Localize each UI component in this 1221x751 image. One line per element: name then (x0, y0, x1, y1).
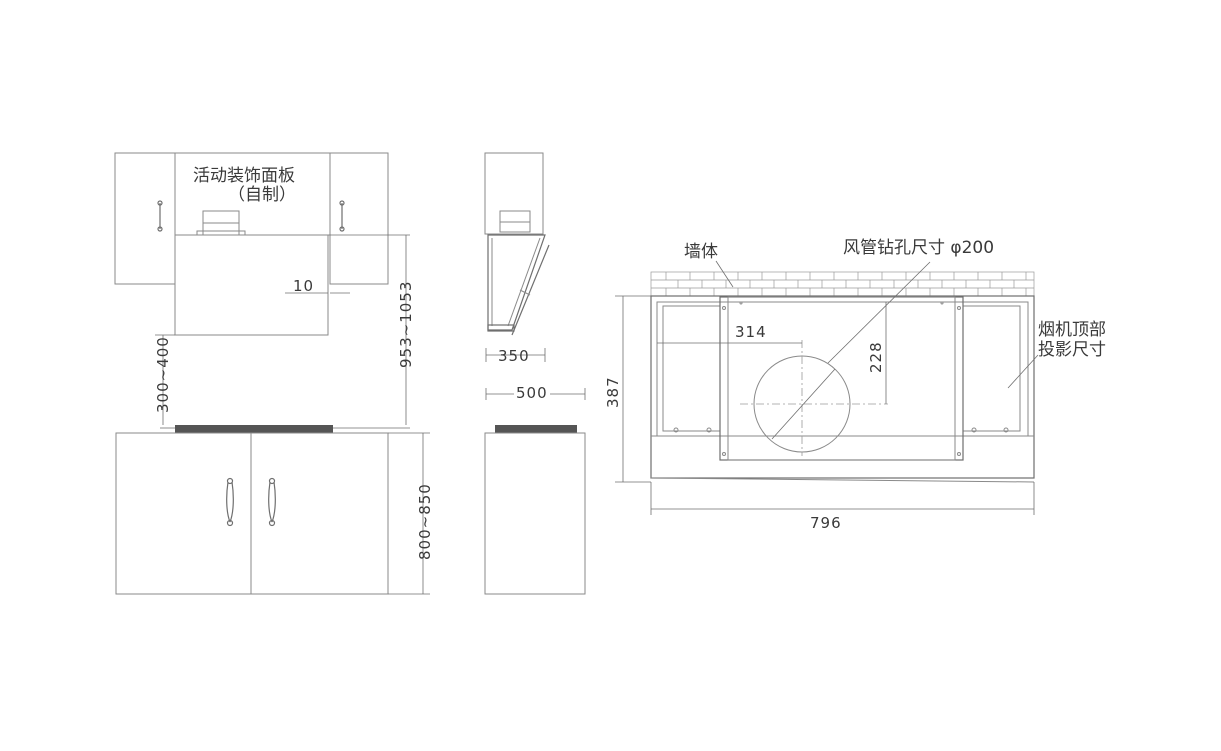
dim-350-text: 350 (498, 347, 530, 365)
wall-bricks (650, 271, 1035, 297)
side-base-cabinet (484, 432, 586, 595)
range-hood-front (174, 234, 329, 336)
side-hood-glass (511, 244, 550, 336)
projection-leader (1007, 354, 1039, 389)
projection-label-line2: 投影尺寸 (1038, 340, 1106, 360)
dim-hob-to-hood-text: 300~400 (154, 336, 172, 413)
dim-228-text: 228 (867, 341, 885, 373)
duct-diameter-line (771, 368, 836, 440)
dim-hood-height-text: 953~1053 (397, 281, 415, 368)
left-upper-cabinet (114, 152, 176, 285)
hood-inner-frame (656, 301, 1029, 437)
side-view: 350 500 (484, 152, 586, 595)
hood-top-projection (650, 295, 1035, 479)
cooktop (175, 425, 333, 433)
panel-label-line2: （自制） (228, 185, 296, 205)
side-upper-cabinet (484, 152, 544, 235)
dim-10-text: 10 (293, 277, 314, 295)
dim-387-text: 387 (604, 376, 622, 408)
left-compartment (662, 305, 721, 432)
chimney-flange (196, 230, 246, 236)
right-compartment (962, 305, 1021, 432)
base-cabinet (115, 432, 389, 595)
front-view: 10 300~400 953~1053 800~850 活动装饰面板 (114, 152, 434, 595)
duct-leader (827, 261, 931, 364)
right-upper-cabinet (329, 152, 389, 285)
projection-label-line1: 烟机顶部 (1038, 320, 1106, 340)
duct-hole-label: 风管钻孔尺寸 φ200 (843, 238, 994, 258)
panel-label-line1: 活动装饰面板 (193, 166, 295, 186)
dim-796-text: 796 (810, 514, 842, 532)
dim-counter-height-text: 800~850 (416, 483, 434, 560)
side-hood-body (487, 234, 546, 331)
wall-leader (715, 260, 734, 288)
wall-label: 墙体 (684, 242, 718, 262)
dim-314-text: 314 (735, 323, 767, 341)
side-cooktop (495, 425, 577, 433)
top-view: 314 228 387 796 墙体 风管钻孔尺寸 φ200 烟机顶部 投影尺寸 (604, 238, 1106, 532)
base-right-handle (268, 477, 276, 527)
dim-500-text: 500 (516, 384, 548, 402)
left-cabinet-handle (157, 200, 163, 232)
base-left-handle (226, 477, 234, 527)
right-cabinet-handle (339, 200, 345, 232)
